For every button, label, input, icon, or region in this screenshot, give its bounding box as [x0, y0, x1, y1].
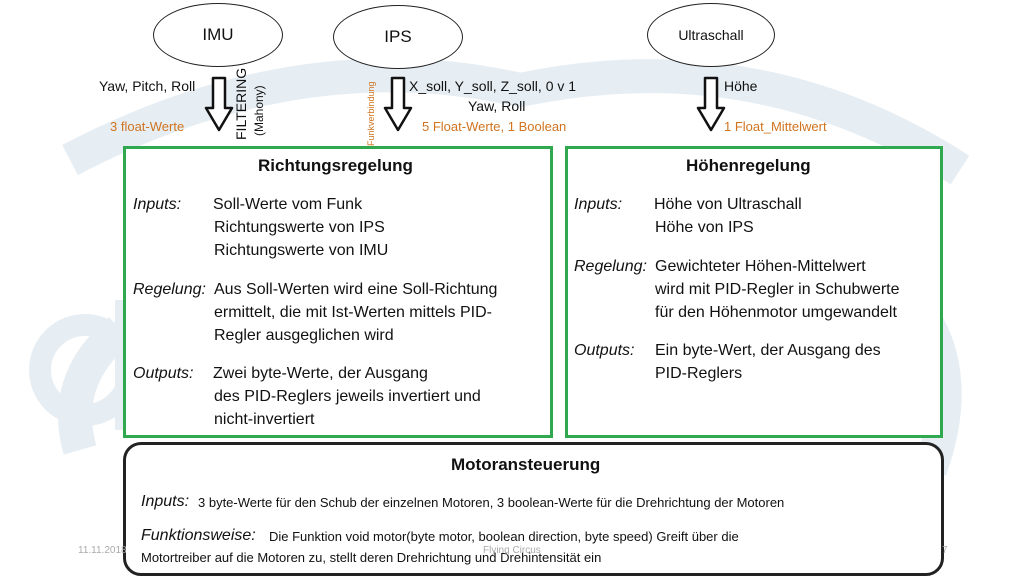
hoehe-regelung-label: Regelung: [574, 258, 647, 275]
hoehe-regelung-2: wird mit PID-Regler in Schubwerte [655, 281, 900, 298]
ips-values-line-2: Yaw, Roll [468, 98, 526, 114]
footer-author: Flying Circus [483, 545, 541, 556]
funkverbindung-label: Funkverbindung [366, 81, 376, 146]
richtung-regelung-1: Aus Soll-Werten wird eine Soll-Richtung [214, 281, 498, 298]
motor-funktion-line-2: Motortreiber auf die Motoren zu, stellt … [141, 550, 602, 565]
richtung-output-1: Zwei byte-Werte, der Ausgang [213, 365, 428, 382]
imu-source: IMU [153, 3, 283, 67]
hoehe-input-2: Höhe von IPS [655, 219, 754, 236]
motor-title: Motoransteuerung [451, 455, 601, 474]
hoehe-regelung-3: für den Höhenmotor umgewandelt [655, 304, 897, 321]
hoehe-inputs-label: Inputs: [574, 196, 623, 213]
richtung-input-1: Soll-Werte vom Funk [213, 196, 363, 213]
richtung-regelung-3: Regler ausgeglichen wird [214, 327, 394, 344]
ultraschall-source: Ultraschall [647, 3, 775, 67]
ultraschall-value-label: Höhe [724, 78, 758, 94]
ips-arrow [383, 76, 413, 132]
ips-label: IPS [384, 27, 412, 46]
richtung-inputs-label: Inputs: [133, 196, 182, 213]
hoehe-output-2: PID-Reglers [655, 365, 743, 382]
richtung-title: Richtungsregelung [258, 156, 413, 175]
imu-values-label: Yaw, Pitch, Roll [99, 78, 196, 94]
motor-inputs-label: Inputs: [141, 493, 190, 510]
imu-label: IMU [202, 25, 234, 44]
richtungsregelung-box: Richtungsregelung Inputs: Soll-Werte vom… [123, 146, 553, 438]
imu-type-label: 3 float-Werte [110, 119, 185, 134]
ultraschall-type-label: 1 Float_Mittelwert [724, 119, 827, 134]
richtung-input-2: Richtungswerte von IPS [214, 219, 385, 236]
hoehe-regelung-1: Gewichteter Höhen-Mittelwert [655, 258, 866, 275]
imu-arrow [204, 76, 234, 132]
hoehe-outputs-label: Outputs: [574, 342, 635, 359]
footer-date: 11.11.2018 [78, 545, 127, 556]
hoehenregelung-box: Höhenregelung Inputs: Höhe von Ultrascha… [565, 146, 943, 438]
footer-page-number: 7 [942, 545, 948, 556]
richtung-regelung-2: ermittelt, die mit Ist-Werten mittels PI… [214, 304, 492, 321]
motor-funktion-label: Funktionsweise: [141, 527, 256, 544]
ips-values-line-1: X_soll, Y_soll, Z_soll, 0 v 1 [409, 78, 577, 94]
ultraschall-label: Ultraschall [678, 27, 744, 43]
hoehe-output-1: Ein byte-Wert, der Ausgang des [655, 342, 881, 359]
filtering-label: FILTERING [233, 67, 249, 140]
motor-funktion-line-1: Die Funktion void motor(byte motor, bool… [269, 529, 739, 544]
richtung-output-3: nicht-invertiert [214, 411, 315, 428]
motoransteuerung-box: Motoransteuerung Inputs: 3 byte-Werte fü… [123, 442, 944, 576]
richtung-input-3: Richtungswerte von IMU [214, 242, 389, 259]
hoehe-input-1: Höhe von Ultraschall [654, 196, 802, 213]
motor-inputs-text: 3 byte-Werte für den Schub der einzelnen… [198, 495, 785, 510]
ips-source: IPS [333, 5, 463, 69]
hoehe-title: Höhenregelung [686, 156, 811, 175]
richtung-output-2: des PID-Reglers jeweils invertiert und [214, 388, 481, 405]
ultraschall-arrow [696, 76, 726, 132]
mahony-label: (Mahony) [252, 85, 266, 136]
richtung-outputs-label: Outputs: [133, 365, 194, 382]
richtung-regelung-label: Regelung: [133, 281, 206, 298]
ips-type-label: 5 Float-Werte, 1 Boolean [422, 119, 567, 134]
